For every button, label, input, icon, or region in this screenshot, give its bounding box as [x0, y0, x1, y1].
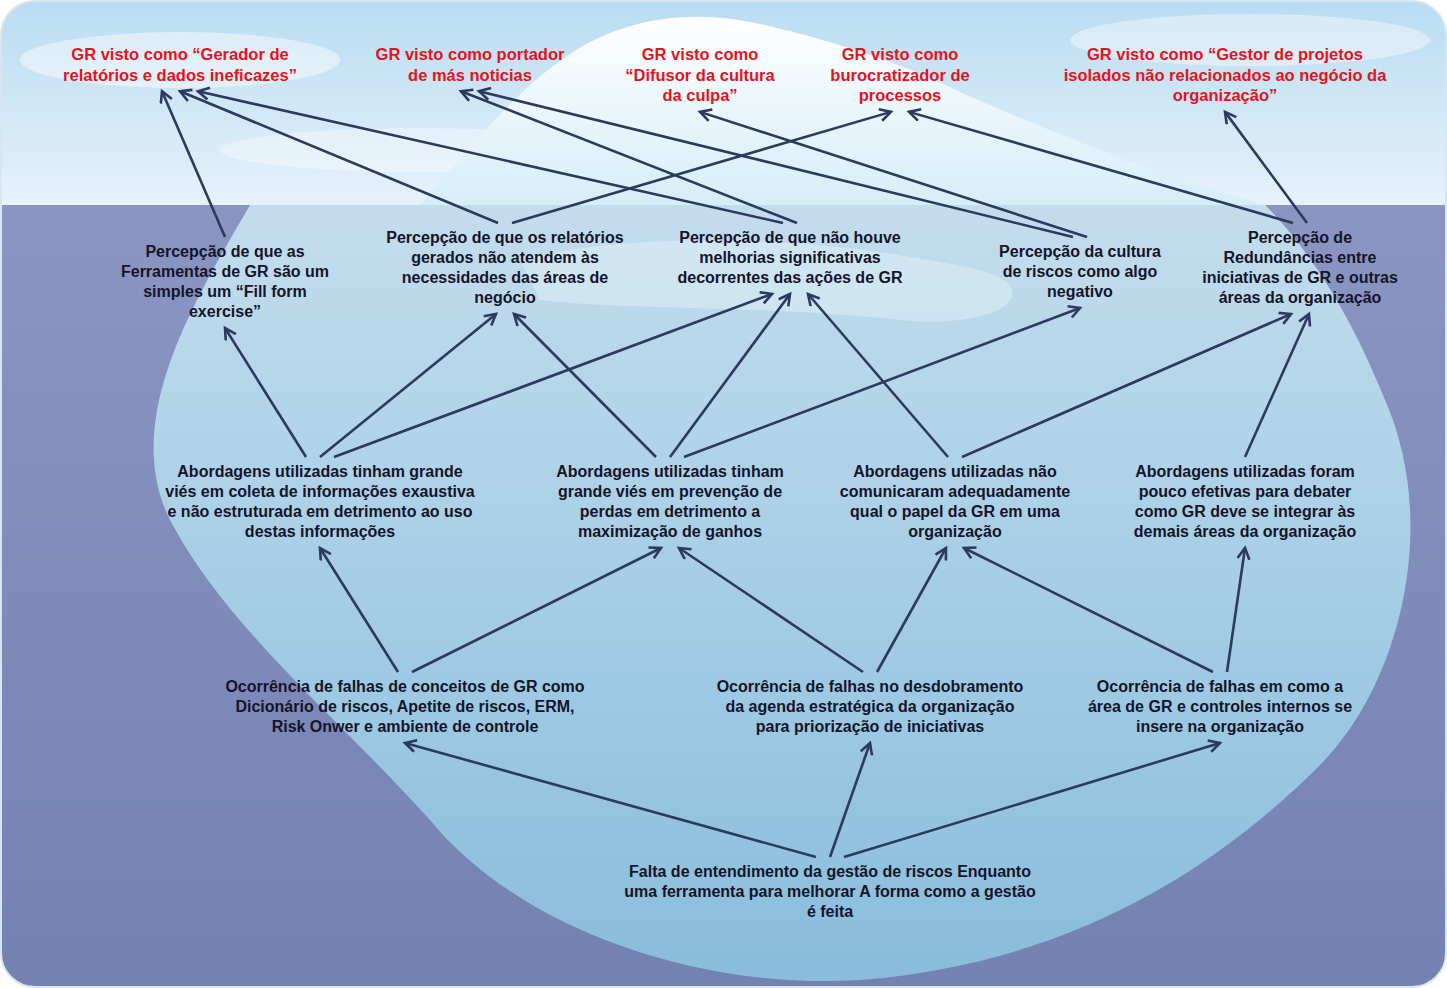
perception-outcome: GR visto como “Gerador de relatórios e d…: [55, 42, 305, 87]
sea: [1, 205, 1446, 987]
perception-outcome: GR visto como “Difusor da cultura da cul…: [613, 42, 788, 108]
cause-arrow: [877, 548, 946, 672]
cause-arrow: [512, 112, 891, 223]
node-text: GR visto como “Difusor da cultura da cul…: [617, 44, 784, 106]
cause-arrow: [964, 548, 1213, 672]
cause-node: Abordagens utilizadas tinham grande viés…: [538, 460, 803, 544]
cause-arrow: [320, 548, 398, 672]
node-text: Percepção da cultura de riscos como algo…: [997, 242, 1164, 302]
node-text: GR visto como burocratizador de processo…: [804, 44, 996, 106]
cause-arrow: [479, 91, 1073, 237]
node-text: Percepção de que não houve melhorias sig…: [677, 228, 904, 288]
cause-node: Abordagens utilizadas não comunicaram ad…: [833, 460, 1078, 544]
cause-arrow: [909, 112, 1293, 223]
node-text: Abordagens utilizadas tinham grande viés…: [542, 462, 799, 542]
cause-node: Percepção de que as Ferramentas de GR sã…: [103, 240, 348, 324]
node-text: Abordagens utilizadas tinham grande viés…: [162, 462, 479, 542]
cause-arrow: [1225, 112, 1307, 223]
node-text: GR visto como “Gerador de relatórios e d…: [59, 44, 301, 85]
cause-arrow: [684, 308, 1080, 457]
cause-arrow: [1227, 548, 1245, 672]
cause-arrow: [412, 548, 661, 672]
cause-node: Percepção da cultura de riscos como algo…: [993, 240, 1168, 304]
iceberg-tip: [420, 17, 1265, 205]
perception-outcome: GR visto como burocratizador de processo…: [800, 42, 1000, 108]
node-text: GR visto como portador de más noticias: [369, 44, 571, 85]
cause-arrow: [514, 314, 656, 457]
cause-arrow: [844, 743, 1220, 857]
cause-node: Abordagens utilizadas foram pouco efetiv…: [1113, 460, 1378, 544]
cause-arrow: [162, 91, 225, 237]
cause-arrow: [225, 328, 306, 457]
perception-outcome: GR visto como portador de más noticias: [365, 42, 575, 87]
node-text: GR visto como “Gestor de projetos isolad…: [1059, 44, 1391, 106]
iceberg-body: [154, 205, 1411, 981]
cause-arrow: [198, 91, 783, 223]
cause-arrow: [1245, 314, 1309, 457]
cause-arrow: [320, 314, 496, 457]
cause-arrow: [808, 294, 948, 457]
cause-arrow: [670, 294, 790, 457]
cause-arrow: [962, 314, 1291, 457]
node-text: Falta de entendimento da gestão de risco…: [619, 862, 1041, 922]
node-text: Ocorrência de falhas de conceitos de GR …: [217, 677, 594, 737]
cause-node: Ocorrência de falhas no desdobramento da…: [703, 675, 1038, 739]
cause-arrow: [180, 91, 498, 223]
cause-node: Falta de entendimento da gestão de risco…: [615, 860, 1045, 924]
cause-arrow: [334, 294, 772, 457]
cause-arrow: [830, 743, 870, 857]
node-text: Abordagens utilizadas foram pouco efetiv…: [1117, 462, 1374, 542]
cause-arrow: [700, 112, 1087, 237]
cause-arrow: [679, 548, 863, 672]
cause-node: Percepção de que os relatórios gerados n…: [378, 226, 633, 310]
cause-node: Percepção de Redundâncias entre iniciati…: [1198, 226, 1403, 310]
cause-node: Ocorrência de falhas de conceitos de GR …: [213, 675, 598, 739]
node-text: Abordagens utilizadas não comunicaram ad…: [837, 462, 1074, 542]
node-text: Percepção de que as Ferramentas de GR sã…: [107, 242, 344, 322]
cause-arrow: [405, 743, 816, 857]
node-text: Ocorrência de falhas em como a área de G…: [1082, 677, 1359, 737]
cause-node: Abordagens utilizadas tinham grande viés…: [158, 460, 483, 544]
sky: [1, 1, 1446, 205]
perception-outcome: GR visto como “Gestor de projetos isolad…: [1055, 42, 1395, 108]
node-text: Percepção de que os relatórios gerados n…: [382, 228, 629, 308]
cause-node: Percepção de que não houve melhorias sig…: [673, 226, 908, 290]
cloud: [20, 32, 340, 88]
cause-node: Ocorrência de falhas em como a área de G…: [1078, 675, 1363, 739]
node-text: Percepção de Redundâncias entre iniciati…: [1202, 228, 1399, 308]
node-text: Ocorrência de falhas no desdobramento da…: [707, 677, 1034, 737]
